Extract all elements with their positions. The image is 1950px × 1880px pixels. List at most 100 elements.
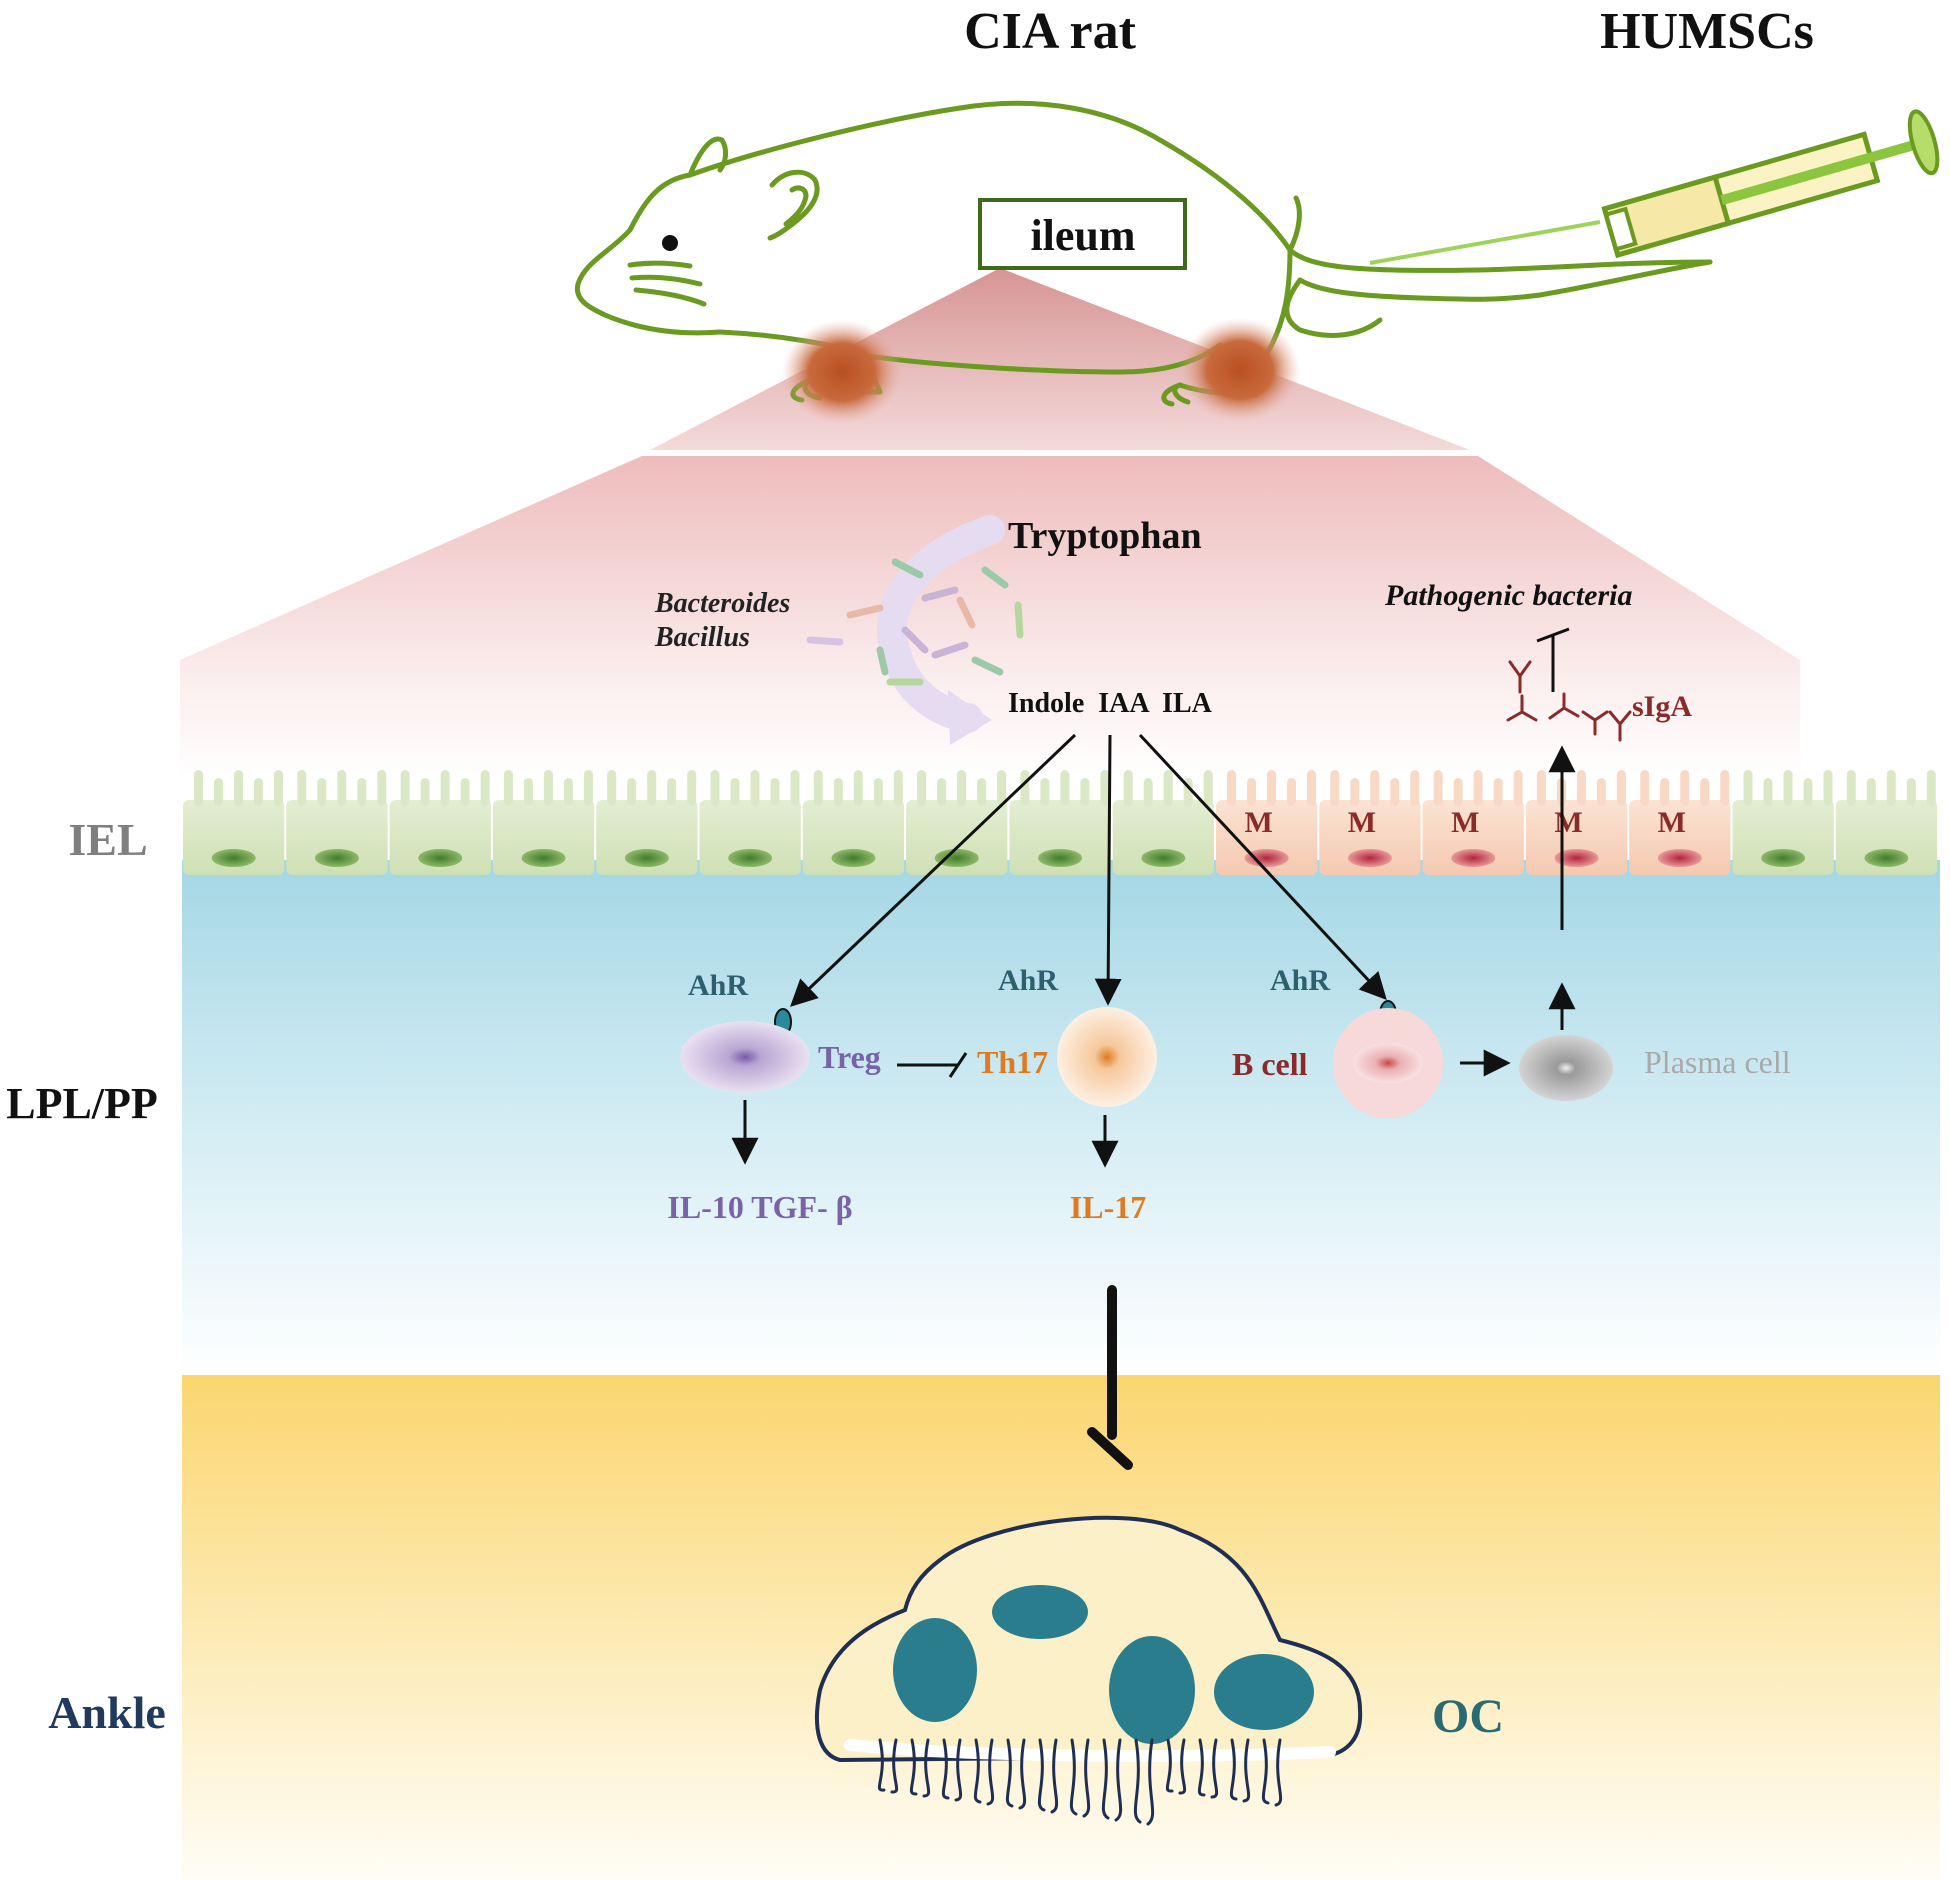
epithelial-cell: [286, 800, 388, 875]
microvillus: [254, 778, 263, 806]
plasma-cell: [1519, 1035, 1613, 1101]
ruffle-filament: [1165, 1738, 1174, 1793]
th17-label: Th17: [977, 1044, 1048, 1080]
microvillus: [460, 778, 470, 806]
microvillus: [1080, 778, 1090, 806]
epithelial-nucleus: [521, 849, 566, 867]
microvillus: [977, 778, 987, 806]
microvillus: [937, 778, 947, 806]
oc-nucleus-1: [893, 1618, 977, 1722]
oc-nucleus-2: [992, 1585, 1088, 1639]
microvillus: [917, 770, 927, 806]
m-cell: [1216, 800, 1318, 875]
epithelial-nucleus: [1864, 849, 1909, 867]
epithelial-cell: [183, 800, 285, 875]
microvillus: [957, 770, 967, 806]
ruffle-filament: [1210, 1738, 1219, 1799]
microvillus: [523, 778, 533, 806]
microvillus: [1886, 770, 1896, 806]
microvillus: [1513, 770, 1523, 806]
microvillus: [1576, 770, 1586, 806]
epithelial-nucleus: [314, 849, 359, 867]
tryptophan-label: Tryptophan: [1008, 515, 1202, 557]
microvillus: [583, 770, 593, 806]
m-cell: [1525, 800, 1628, 875]
ankle-label: Ankle: [48, 1687, 166, 1738]
microvillus: [997, 770, 1007, 806]
microvillus: [1350, 778, 1360, 806]
microvillus: [1287, 778, 1296, 806]
microvillus: [1846, 770, 1856, 806]
ahr-label-b: AhR: [1270, 964, 1330, 997]
microvillus: [1390, 778, 1400, 806]
microvillus: [647, 770, 657, 806]
ruffle-filament: [1114, 1738, 1123, 1822]
ruffle-filament: [986, 1738, 995, 1806]
microvillus: [357, 778, 367, 806]
ruffle-filament: [1082, 1738, 1091, 1818]
epithelial-nucleus: [1141, 849, 1186, 867]
microvillus: [1720, 770, 1730, 806]
microvillus: [234, 770, 243, 806]
microvillus: [1783, 770, 1793, 806]
microvillus: [1307, 770, 1316, 806]
ileum-box: [978, 198, 1187, 270]
oc-nucleus-3: [1109, 1636, 1195, 1744]
th17-cell: [1057, 1007, 1157, 1107]
ruffle-filament: [877, 1738, 886, 1792]
ruffle-filament: [890, 1738, 899, 1794]
epithelial-nucleus: [1038, 849, 1083, 867]
epithelial-cell: [1835, 800, 1938, 875]
microvillus: [1453, 778, 1463, 806]
epithelial-nucleus: [831, 849, 876, 867]
treg-label: Treg: [818, 1039, 881, 1075]
microvillus: [1763, 778, 1773, 806]
rat-eye: [662, 235, 678, 251]
m-cell-label: M: [1554, 806, 1582, 839]
ruffle-filament: [941, 1738, 950, 1800]
ruffle-filament: [1133, 1738, 1142, 1824]
microvillus: [607, 770, 617, 806]
ruffle-filament: [1050, 1738, 1059, 1814]
m-cell-nucleus: [1451, 849, 1496, 867]
microvillus: [667, 778, 677, 806]
ruffle-filament: [1261, 1738, 1270, 1805]
ruffle-filament: [1005, 1738, 1014, 1808]
ruffle-filament: [1018, 1738, 1027, 1810]
epithelial-cell: [1112, 800, 1214, 875]
microvillus: [1203, 770, 1213, 806]
iel-label: IEL: [68, 814, 147, 865]
metabolites-label: Indole IAA ILA: [1008, 688, 1213, 719]
microvillus: [687, 770, 697, 806]
tryptophan-conversion-arrow: [876, 515, 1005, 745]
ruffle-filament: [1274, 1738, 1283, 1807]
microvillus: [1267, 770, 1276, 806]
microvillus: [543, 770, 553, 806]
microvillus: [1247, 778, 1256, 806]
ruffle-filament: [1178, 1738, 1187, 1795]
microvillus: [440, 770, 450, 806]
ruffle-filament: [1069, 1738, 1078, 1816]
microvillus: [1536, 770, 1546, 806]
microvillus: [710, 770, 720, 806]
inflamed-joint-front: [782, 320, 902, 424]
microvillus: [1330, 770, 1340, 806]
ahr-label-treg: AhR: [688, 969, 748, 1002]
microvillus: [1370, 770, 1380, 806]
siga-label: sIgA: [1632, 690, 1692, 723]
epithelial-nucleus: [728, 849, 773, 867]
microvillus: [214, 778, 223, 806]
microvillus: [750, 770, 760, 806]
microvillus: [1743, 770, 1753, 806]
il10-tgfb-label: IL-10 TGF- β: [667, 1189, 852, 1225]
plasma-cell-label: Plasma cell: [1644, 1044, 1791, 1080]
epithelial-cell: [1009, 800, 1111, 875]
microvillus: [503, 770, 513, 806]
pathogenic-bacteria-label: Pathogenic bacteria: [1384, 579, 1632, 612]
microvillus: [1493, 778, 1503, 806]
microvillus: [1660, 778, 1670, 806]
microvillus: [893, 770, 903, 806]
microvillus: [1596, 778, 1606, 806]
il17-label: IL-17: [1070, 1189, 1146, 1225]
m-cell-nucleus: [1347, 849, 1392, 867]
